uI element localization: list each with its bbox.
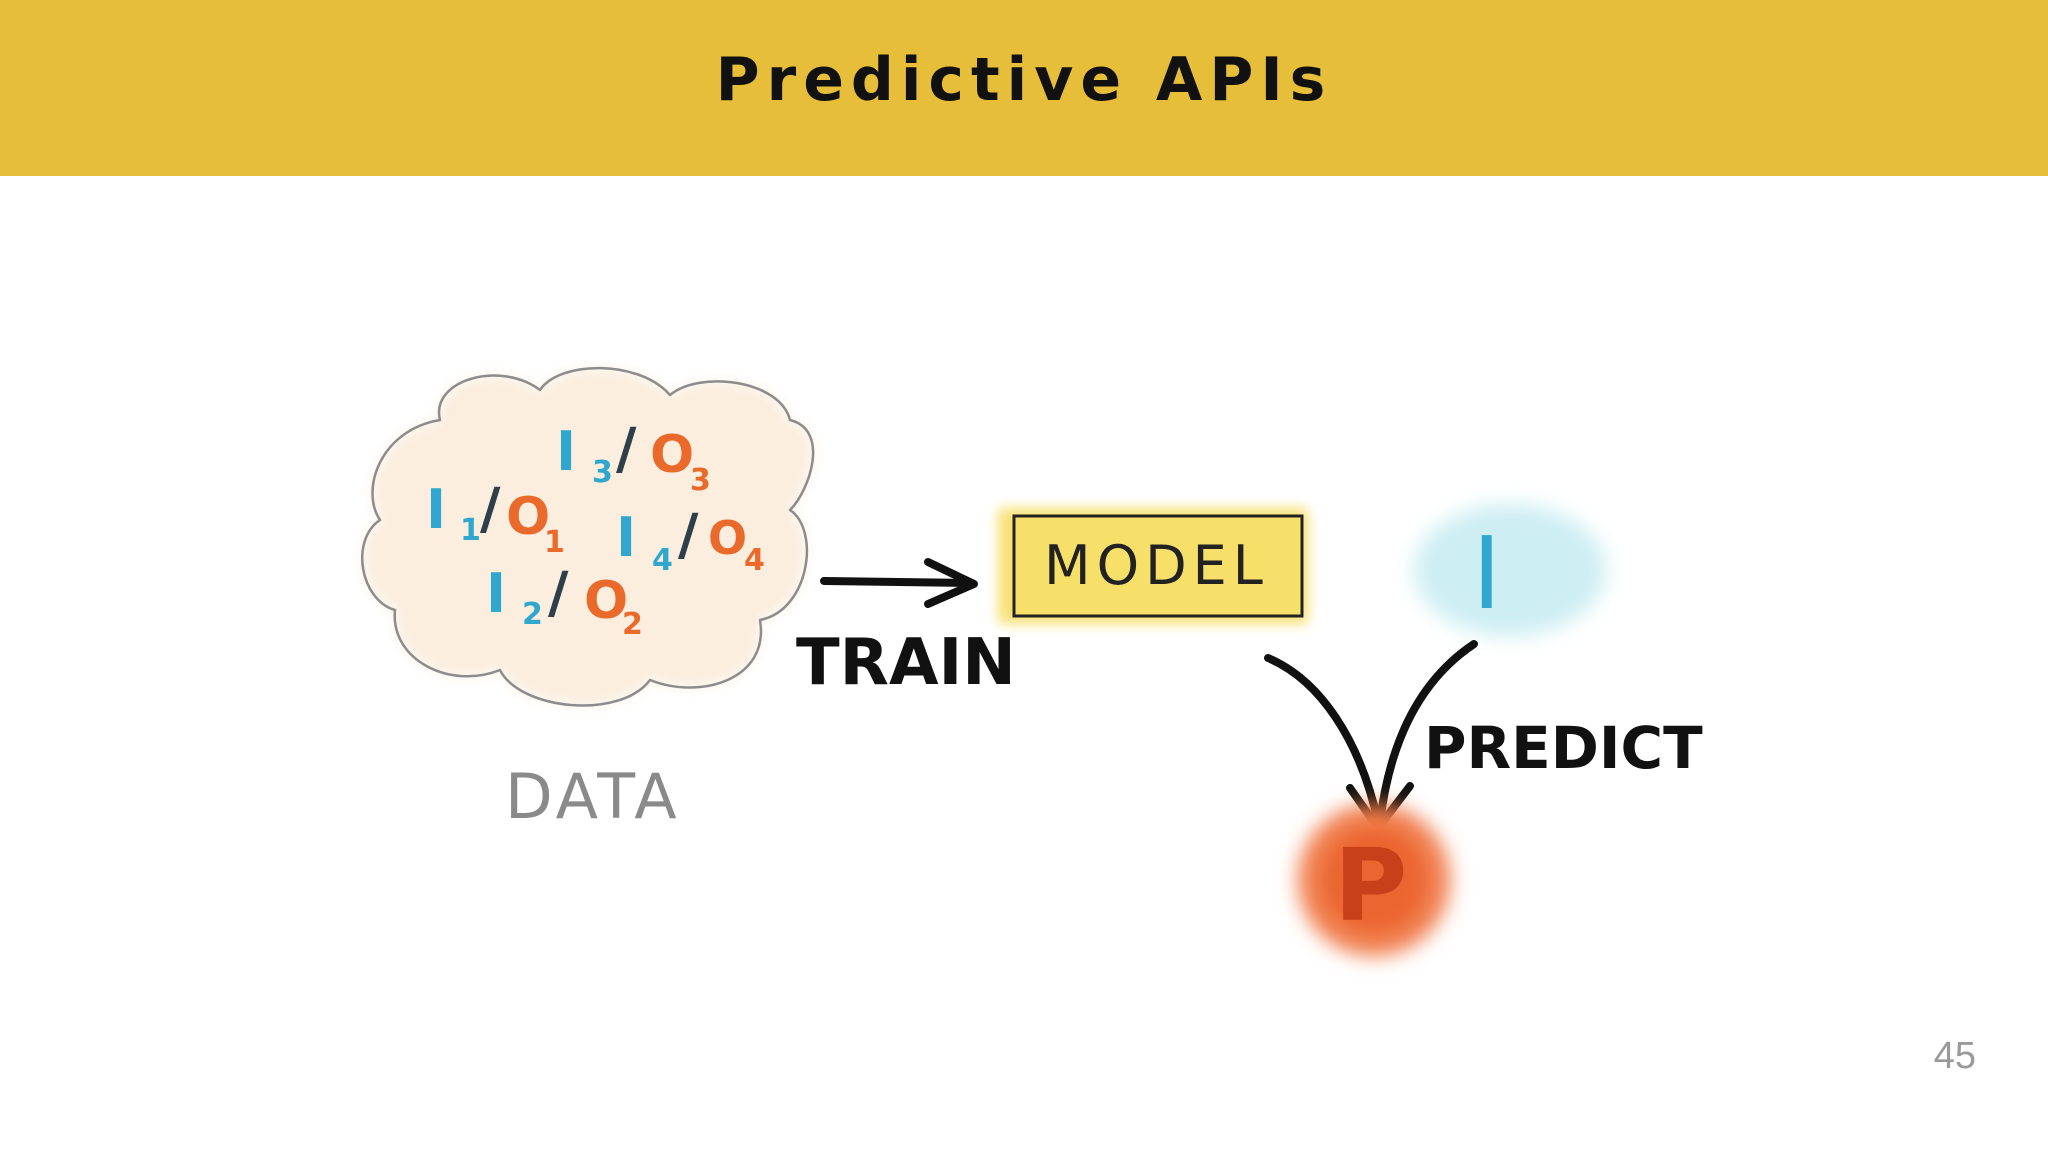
pair-input-subscript: 4 bbox=[652, 543, 673, 578]
pair-output-subscript: 3 bbox=[690, 463, 711, 498]
pair-input-subscript: 3 bbox=[592, 455, 613, 490]
pair-output-subscript: 2 bbox=[622, 607, 643, 642]
pair-input: I bbox=[426, 478, 446, 541]
prediction-blob-core bbox=[1324, 830, 1424, 930]
pair-output-subscript: 1 bbox=[544, 525, 565, 560]
title-bar: Predictive APIs bbox=[0, 0, 2048, 176]
pair-output: O bbox=[650, 425, 694, 485]
train-arrowhead bbox=[924, 558, 978, 608]
model-box bbox=[1012, 514, 1304, 618]
pair-input: I bbox=[486, 562, 506, 625]
pair-separator: / bbox=[616, 417, 637, 482]
pair-input-subscript: 2 bbox=[522, 597, 543, 632]
train-arrow bbox=[820, 577, 976, 587]
pair-input: I bbox=[616, 506, 636, 569]
cloud-outline bbox=[361, 366, 815, 707]
model-to-prediction-arrow bbox=[1264, 654, 1382, 826]
model-label: MODEL bbox=[1044, 534, 1269, 597]
prediction-label: P bbox=[1334, 827, 1407, 944]
input-to-prediction-arrow bbox=[1376, 640, 1478, 826]
input-label: I bbox=[1472, 515, 1502, 632]
data-pair: I 1 / O 1 bbox=[426, 477, 565, 560]
pair-separator: / bbox=[480, 477, 501, 542]
pair-separator: / bbox=[548, 561, 569, 626]
data-pair: I 4 / O 4 bbox=[616, 503, 765, 578]
data-pair: I 3 / O 3 bbox=[556, 417, 711, 498]
pair-output: O bbox=[584, 571, 628, 631]
cloud-fill bbox=[362, 368, 814, 706]
train-label: TRAIN bbox=[796, 626, 1016, 700]
pair-output: O bbox=[506, 487, 550, 547]
data-label: DATA bbox=[505, 760, 681, 833]
pair-input-subscript: 1 bbox=[460, 513, 481, 548]
pair-output: O bbox=[708, 511, 747, 565]
data-cloud bbox=[361, 366, 815, 707]
input-blob bbox=[1414, 504, 1606, 636]
page-number: 45 bbox=[1933, 1035, 1976, 1077]
predict-label: PREDICT bbox=[1424, 714, 1703, 782]
pair-separator: / bbox=[678, 503, 699, 568]
pair-output-subscript: 4 bbox=[744, 543, 765, 578]
slide-title: Predictive APIs bbox=[715, 45, 1333, 115]
pair-input: I bbox=[556, 420, 576, 483]
data-pair: I 2 / O 2 bbox=[486, 561, 643, 642]
